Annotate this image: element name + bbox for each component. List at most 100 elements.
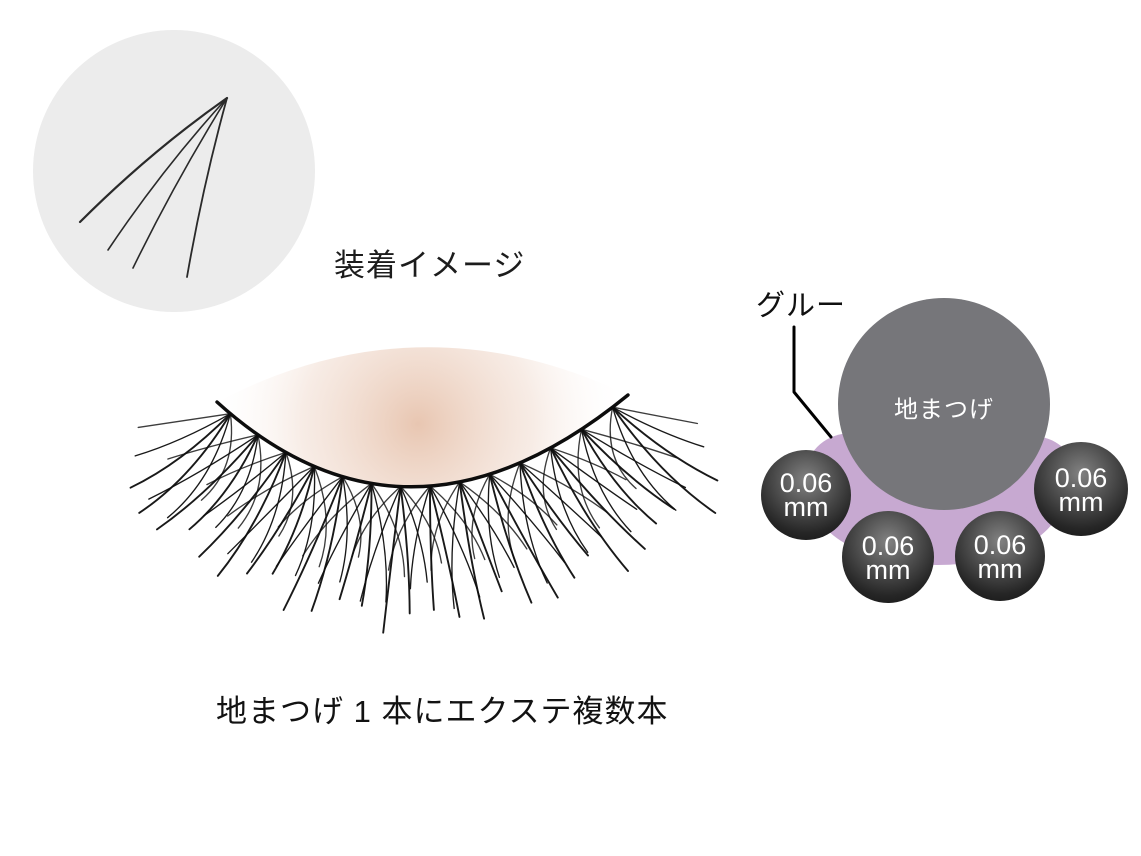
lash-strand — [167, 434, 259, 460]
lash-strand — [489, 473, 558, 526]
lash-strand — [188, 433, 259, 531]
lash-strand — [429, 485, 435, 611]
lash-strand — [507, 462, 521, 563]
lash-strand — [370, 482, 388, 603]
lash-strand — [580, 428, 676, 510]
lash-strand — [399, 485, 428, 583]
lash-strand — [134, 413, 232, 457]
glue-pointer-line — [792, 325, 833, 439]
lash-strand — [609, 406, 637, 490]
lash-strand — [409, 485, 431, 590]
lash-strand — [451, 481, 461, 610]
lash-strand — [338, 482, 373, 601]
lash-strand — [611, 406, 699, 425]
lash-strand — [227, 465, 315, 517]
lash-strand — [129, 412, 232, 489]
lash-strand — [148, 434, 259, 500]
lash-strand — [471, 473, 491, 560]
extension-size-unit: mm — [783, 492, 829, 522]
lash-strand — [489, 473, 566, 563]
extension-size-value: 0.06 — [973, 530, 1027, 560]
extension-size-unit: mm — [977, 554, 1023, 584]
lash-line — [215, 393, 630, 489]
lash-strand — [166, 413, 232, 519]
lash-strand — [156, 433, 259, 531]
lash-strand — [198, 451, 287, 558]
title-label: 装着イメージ — [334, 248, 526, 283]
eyelid-skin — [217, 347, 628, 487]
lash-strand — [580, 428, 658, 525]
lash-strand — [519, 462, 608, 514]
lash-strand — [399, 485, 411, 615]
lash-strand — [549, 446, 646, 550]
lash-strand — [359, 485, 402, 602]
eyelid-illustration — [129, 347, 719, 634]
extension-size-value: 0.06 — [861, 531, 915, 561]
lash-strand — [549, 447, 638, 510]
natural-lash-circle — [838, 298, 1050, 510]
extension-size-label: 0.06 mm — [1054, 463, 1108, 517]
lash-strand — [216, 451, 287, 577]
glue-label: グルー — [756, 290, 847, 322]
lash-strand — [611, 406, 705, 448]
extension-size-label: 0.06 mm — [973, 530, 1027, 584]
lash-strand — [302, 482, 373, 557]
lash-strand — [487, 473, 501, 578]
lash-strand — [387, 485, 431, 571]
lash-strand — [206, 451, 287, 486]
extension-size-unit: mm — [1058, 487, 1104, 517]
lash-strand — [549, 447, 589, 553]
lash-strand — [577, 428, 601, 529]
lash-strand — [459, 481, 528, 550]
lash-strand — [138, 412, 232, 514]
lash-strand — [519, 461, 589, 557]
lash-strand — [200, 413, 233, 501]
extension-size-label: 0.06 mm — [861, 531, 915, 585]
lash-strand — [278, 451, 294, 537]
lash-strand — [542, 447, 558, 531]
lash-strand — [611, 406, 677, 511]
lash-strand — [429, 485, 461, 618]
extension-circle — [1034, 442, 1128, 536]
lash-strand — [382, 485, 402, 634]
fan-detail-circle — [33, 30, 315, 312]
lash-strand — [317, 482, 373, 584]
extension-circle — [955, 511, 1045, 601]
lash-strand — [277, 476, 344, 528]
lash-strand — [519, 462, 548, 584]
lash-strand — [458, 480, 486, 620]
lash-strand — [313, 465, 327, 568]
extension-size-unit: mm — [865, 555, 911, 585]
extension-size-label: 0.06 mm — [779, 468, 833, 522]
natural-lash-label: 地まつげ — [894, 396, 994, 424]
lash-strand — [237, 434, 262, 529]
lash-strand — [351, 485, 402, 557]
lash-strand — [459, 481, 515, 569]
lash-strand — [294, 465, 316, 577]
lash-strand — [580, 428, 678, 459]
lash-strand — [137, 413, 232, 429]
lash-strand — [519, 461, 576, 579]
lash-strand — [611, 406, 719, 482]
lash-strand — [519, 462, 603, 538]
lash-strand — [488, 473, 533, 604]
lash-strand — [399, 485, 443, 564]
lash-fans — [129, 406, 719, 634]
lash-strand — [282, 475, 344, 611]
lash-strand — [275, 476, 344, 567]
lash-strand — [342, 476, 362, 558]
lash-strand — [203, 451, 287, 517]
extension-circle — [842, 511, 934, 603]
extension-circle — [761, 450, 851, 540]
cross-section-diagram — [761, 298, 1128, 603]
lash-strand — [611, 406, 717, 514]
extension-size-value: 0.06 — [1054, 463, 1108, 493]
caption-label: 地まつげ 1 本にエクステ複数本 — [216, 694, 669, 729]
lash-strand — [339, 476, 348, 583]
lash-strand — [360, 482, 373, 607]
lash-strand — [488, 473, 559, 599]
lash-strand — [227, 465, 315, 555]
extension-size-value: 0.06 — [779, 468, 833, 498]
